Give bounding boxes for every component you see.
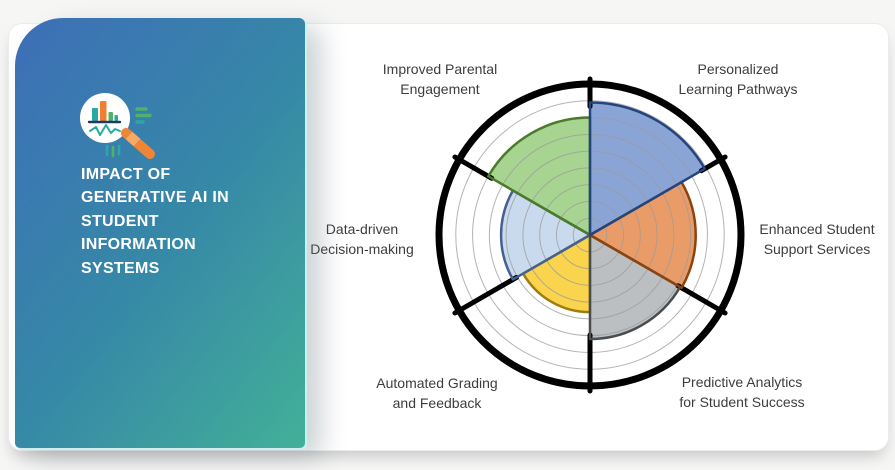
wedge-outline-0	[588, 101, 707, 237]
label-predictive-analytics-for-student-success: Predictive Analytics for Student Success	[674, 371, 810, 413]
label-enhanced-student-support-services: Enhanced Student Support Services	[754, 218, 880, 260]
wedge-outline-4	[499, 189, 592, 281]
label-line: Enhanced Student	[759, 221, 875, 237]
outer-rim	[435, 80, 745, 390]
label-improved-parental-engagement: Improved Parental Engagement	[377, 58, 503, 100]
label-line: Data-driven	[325, 221, 399, 237]
label-personalized-learning-pathways: Personalized Learning Pathways	[673, 58, 803, 100]
label-automated-grading-and-feedback: Automated Grading and Feedback	[371, 372, 503, 414]
wedge-outline-5	[487, 116, 592, 237]
card-title-line: STUDENT	[81, 212, 159, 230]
card-title: IMPACT OF GENERATIVE AI IN STUDENT INFOR…	[81, 163, 296, 280]
label-line: Automated Grading	[376, 375, 498, 391]
data-analysis-magnifier-icon	[80, 93, 155, 159]
label-line: and Feedback	[392, 395, 482, 411]
label-line: Engagement	[400, 81, 480, 97]
card-title-line: IMPACT OF	[81, 166, 171, 183]
label-line: Learning Pathways	[678, 81, 798, 97]
spoke	[452, 274, 519, 316]
label-line: Support Services	[763, 241, 871, 257]
label-line: Decision-making	[310, 241, 414, 257]
card-title-line: GENERATIVE AI IN	[81, 189, 229, 207]
wedge-outline-2	[588, 233, 682, 341]
wedge-4	[501, 190, 590, 280]
label-line: for Student Success	[679, 394, 805, 410]
spoke	[675, 283, 728, 316]
label-line: Improved Parental	[382, 61, 498, 77]
wedge-outline-3	[521, 233, 592, 314]
card-title-line: SYSTEMS	[81, 259, 160, 277]
label-data-driven-decision-making: Data-driven Decision-making	[305, 218, 419, 260]
wedge-outline-1	[588, 180, 697, 290]
title-card: IMPACT OF GENERATIVE AI IN STUDENT INFOR…	[15, 18, 305, 448]
card-title-line: INFORMATION	[81, 236, 196, 254]
label-line: Predictive Analytics	[681, 374, 803, 390]
label-line: Personalized	[697, 61, 779, 77]
